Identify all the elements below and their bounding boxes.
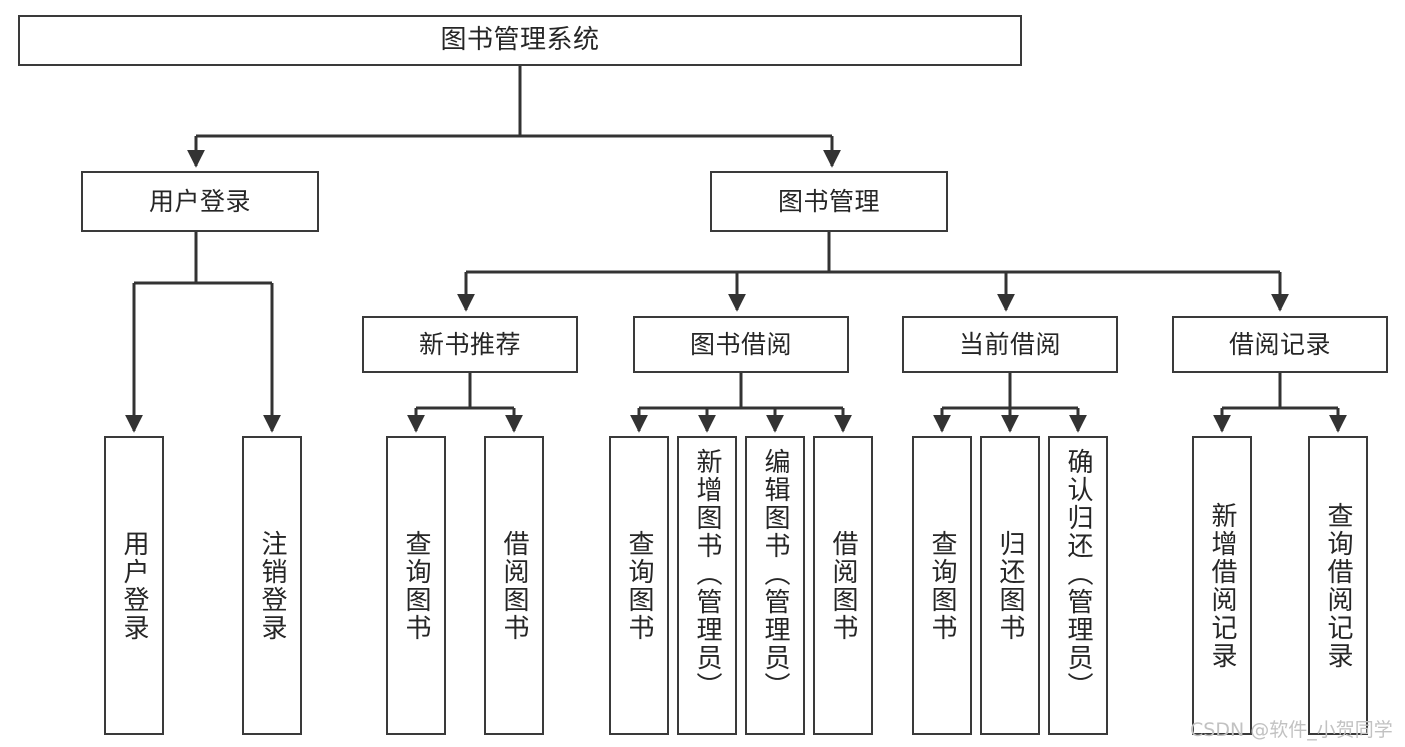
leaf-current-borrow-query-books[interactable]: 查询图书 (912, 436, 972, 735)
node-book-borrow[interactable]: 图书借阅 (633, 316, 849, 373)
node-label: 查询图书 (624, 529, 654, 642)
leaf-book-borrow-edit-book-admin[interactable]: 编辑图书（管理员） (745, 436, 805, 735)
node-book-management[interactable]: 图书管理 (710, 171, 948, 232)
node-label: 查询借阅记录 (1323, 501, 1353, 670)
leaf-book-borrow-borrow-books[interactable]: 借阅图书 (813, 436, 873, 735)
leaf-new-book-borrow-books[interactable]: 借阅图书 (484, 436, 544, 735)
node-user-login[interactable]: 用户登录 (81, 171, 319, 232)
node-label: 新增图书（管理员） (692, 448, 722, 700)
leaf-user-login-login[interactable]: 用户登录 (104, 436, 164, 735)
csdn-watermark: CSDN @软件_小贺同学 (1190, 719, 1393, 741)
leaf-current-borrow-return-books[interactable]: 归还图书 (980, 436, 1040, 735)
leaf-user-login-logout[interactable]: 注销登录 (242, 436, 302, 735)
node-label: 查询图书 (401, 529, 431, 642)
node-label: 编辑图书（管理员） (760, 448, 790, 700)
leaf-book-borrow-query-books[interactable]: 查询图书 (609, 436, 669, 735)
node-label: 确认归还（管理员） (1063, 448, 1093, 700)
node-label: 新书推荐 (418, 329, 521, 359)
leaf-borrow-records-add-record[interactable]: 新增借阅记录 (1192, 436, 1252, 735)
node-borrow-records[interactable]: 借阅记录 (1172, 316, 1388, 373)
node-label: 查询图书 (927, 529, 957, 642)
node-label: 用户登录 (148, 186, 251, 216)
node-label: 借阅记录 (1228, 329, 1331, 359)
node-label: 图书管理 (777, 186, 880, 216)
leaf-current-borrow-confirm-return-admin[interactable]: 确认归还（管理员） (1048, 436, 1108, 735)
node-new-book-recommend[interactable]: 新书推荐 (362, 316, 578, 373)
node-label: 新增借阅记录 (1207, 501, 1237, 670)
leaf-new-book-query-books[interactable]: 查询图书 (386, 436, 446, 735)
node-label: 当前借阅 (958, 329, 1061, 359)
leaf-book-borrow-add-book-admin[interactable]: 新增图书（管理员） (677, 436, 737, 735)
leaf-borrow-records-query-record[interactable]: 查询借阅记录 (1308, 436, 1368, 735)
node-label: 借阅图书 (828, 529, 858, 642)
node-label: 借阅图书 (499, 529, 529, 642)
node-root-book-management-system[interactable]: 图书管理系统 (18, 15, 1022, 66)
node-label: 归还图书 (995, 529, 1025, 642)
node-label: 用户登录 (119, 529, 149, 642)
node-label: 注销登录 (257, 529, 287, 642)
node-label: 图书借阅 (689, 329, 792, 359)
node-label: 图书管理系统 (440, 25, 600, 56)
node-current-borrow[interactable]: 当前借阅 (902, 316, 1118, 373)
